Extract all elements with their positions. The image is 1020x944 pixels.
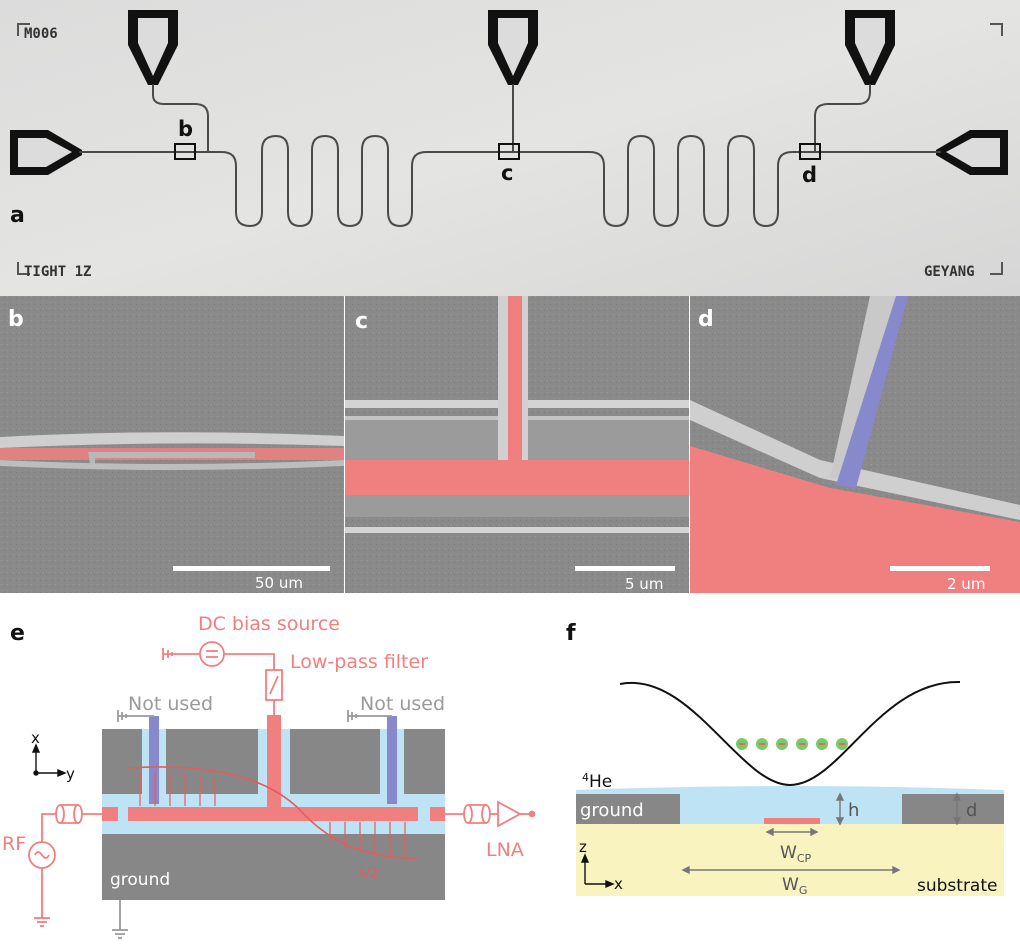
axis-x-label-e: x	[31, 729, 40, 747]
ground-label-f: ground	[580, 800, 644, 821]
marker-box-c	[498, 143, 520, 160]
corner-mark-br	[990, 262, 1003, 275]
axes-e	[31, 743, 67, 778]
dimension-arrows	[681, 792, 962, 875]
ground-label-e: ground	[110, 870, 170, 890]
axis-y-label-e: y	[66, 765, 75, 783]
corner-mark-tl	[17, 23, 30, 36]
field-arrows-up	[139, 771, 216, 806]
panel-d-letter: d	[698, 307, 714, 332]
panel-f: f 4 He ground h d WCP WG substrate	[566, 621, 1004, 897]
helium-film	[576, 786, 1004, 824]
dc-bias-circuit	[162, 641, 283, 715]
axes-f	[580, 853, 615, 889]
he-label: He	[589, 772, 612, 792]
scale-bar-d	[890, 566, 990, 571]
sem-d-resonator	[690, 446, 1020, 593]
he-superscript: 4	[582, 771, 589, 784]
panel-d: d 2 um	[690, 296, 1020, 593]
sem-b-upper-edge	[0, 432, 344, 448]
wcp-label: WCP	[780, 843, 811, 865]
marker-box-d	[799, 143, 821, 160]
input-stub	[102, 807, 118, 821]
resonator-center-pin	[128, 807, 418, 821]
sem-b-lower-edge	[0, 460, 344, 470]
panel-c: c 5 um	[345, 296, 689, 593]
h-label: h	[848, 800, 859, 821]
axis-z-label-f: z	[579, 838, 587, 856]
lambda-label: λ/2	[358, 866, 378, 881]
sem-c-channel-lower	[345, 495, 689, 517]
gate-left	[149, 716, 159, 804]
panel-b: b 50 um	[0, 296, 344, 593]
marker-box-b	[174, 143, 196, 160]
ground-left-f	[576, 794, 680, 824]
corner-label-tl: M006	[24, 26, 58, 42]
corner-mark-tr	[990, 23, 1003, 36]
corner-mark-bl	[17, 262, 30, 275]
ground-plane-bottom	[102, 834, 445, 900]
marker-label-c: c	[501, 161, 513, 185]
lna	[445, 800, 536, 828]
panel-c-letter: c	[355, 309, 368, 334]
not-used-left-label: Not used	[128, 693, 213, 715]
marker-label-d: d	[802, 163, 817, 187]
panel-f-letter: f	[566, 621, 576, 646]
corner-label-bl: TIGHT 1Z	[24, 264, 91, 280]
electrons	[736, 738, 848, 750]
standing-wave	[127, 766, 419, 859]
output-stub	[430, 807, 445, 821]
scale-label-d: 2 um	[947, 575, 985, 593]
substrate-layer	[576, 824, 1004, 896]
dc-stub	[267, 715, 281, 810]
panel-b-letter: b	[8, 307, 24, 332]
field-arrows-down	[329, 822, 406, 858]
scale-label-c: 5 um	[625, 575, 663, 593]
rf-label: RF	[2, 833, 26, 855]
scale-bar-c	[575, 566, 675, 571]
scale-bar-b	[173, 566, 330, 571]
marker-label-b: b	[178, 117, 193, 141]
low-pass-filter-label: Low-pass filter	[290, 651, 428, 673]
potential-well	[619, 680, 961, 787]
panel-e-letter: e	[10, 621, 25, 646]
corner-label-br: GEYANG	[924, 264, 975, 280]
panel-a: M006 TIGHT 1Z GEYANG b c d a	[0, 0, 1020, 296]
sem-d-edge	[690, 400, 1020, 520]
substrate-label: substrate	[917, 876, 997, 896]
panel-a-letter: a	[10, 203, 25, 228]
panel-e: e λ/2	[2, 613, 536, 939]
sem-c-stub	[508, 296, 522, 466]
gate-grounds	[112, 710, 392, 939]
ground-right-f	[902, 794, 1004, 824]
sem-d-gate	[836, 296, 908, 488]
d-label: d	[966, 800, 977, 821]
resonator-trace	[79, 84, 941, 227]
lna-label: LNA	[486, 839, 524, 861]
rf-source	[28, 804, 102, 927]
sem-c-resonator	[345, 460, 689, 495]
not-used-right-label: Not used	[360, 693, 445, 715]
scale-label-b: 50 um	[255, 574, 303, 592]
center-pin-f	[764, 818, 820, 824]
sem-b-coupler	[88, 452, 255, 464]
axis-x-label-f: x	[614, 875, 623, 893]
gate-right	[387, 716, 397, 804]
dc-bias-label: DC bias source	[198, 613, 340, 635]
wg-label: WG	[782, 875, 807, 897]
